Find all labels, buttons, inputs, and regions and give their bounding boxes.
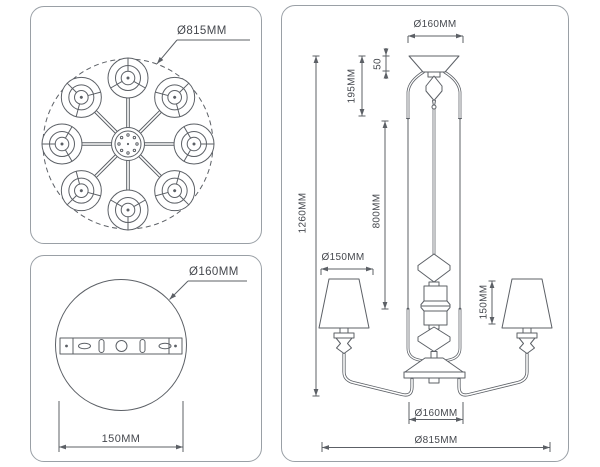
dim-label-total-height: 1260MM <box>297 192 309 234</box>
dim-label-base-diameter: Ø160MM <box>414 408 458 419</box>
left-lamp <box>318 278 370 354</box>
bottom-hub <box>403 357 466 384</box>
right-lamp <box>501 278 553 354</box>
diameter-leader <box>156 39 250 65</box>
dim-label-upper-section: 195MM <box>346 68 358 104</box>
dim-label-rod-height: 800MM <box>371 193 383 229</box>
chandelier-side-view-drawing <box>312 33 553 452</box>
dim-label-canopy-diameter: Ø160MM <box>413 19 457 30</box>
ceiling-canopy <box>408 55 460 78</box>
lamp-arms <box>342 352 529 397</box>
top-view-panel: Ø815MM <box>30 6 262 244</box>
plate-diameter-leader <box>169 280 247 300</box>
chandelier-top-view-drawing <box>41 39 250 231</box>
column-ornaments <box>417 253 451 359</box>
dim-label-plate-diameter: Ø160MM <box>189 266 239 278</box>
plate-circle <box>55 279 187 411</box>
dim-label-shade-diameter: Ø150MM <box>321 252 365 263</box>
upper-diamond-ornament <box>425 75 443 110</box>
dim-label-bracket-width: 150MM <box>101 433 141 445</box>
dimension-lines <box>312 33 551 452</box>
dim-label-overall-width: Ø815MM <box>414 435 458 446</box>
bracket-width-dimension <box>58 401 184 452</box>
dim-label-shade-height: 150MM <box>478 284 490 320</box>
dim-label-canopy-height: 50 <box>372 58 384 70</box>
dim-label-top-diameter: Ø815MM <box>177 25 227 37</box>
side-rods <box>406 70 462 364</box>
ceiling-plate-drawing <box>55 279 247 452</box>
mount-plate-panel: Ø160MM 150MM <box>30 255 262 462</box>
mounting-bracket <box>59 337 183 355</box>
side-view-panel: Ø160MM 1260MM 195MM 50 800MM Ø150MM 150M… <box>281 5 569 462</box>
center-hub <box>111 127 145 161</box>
